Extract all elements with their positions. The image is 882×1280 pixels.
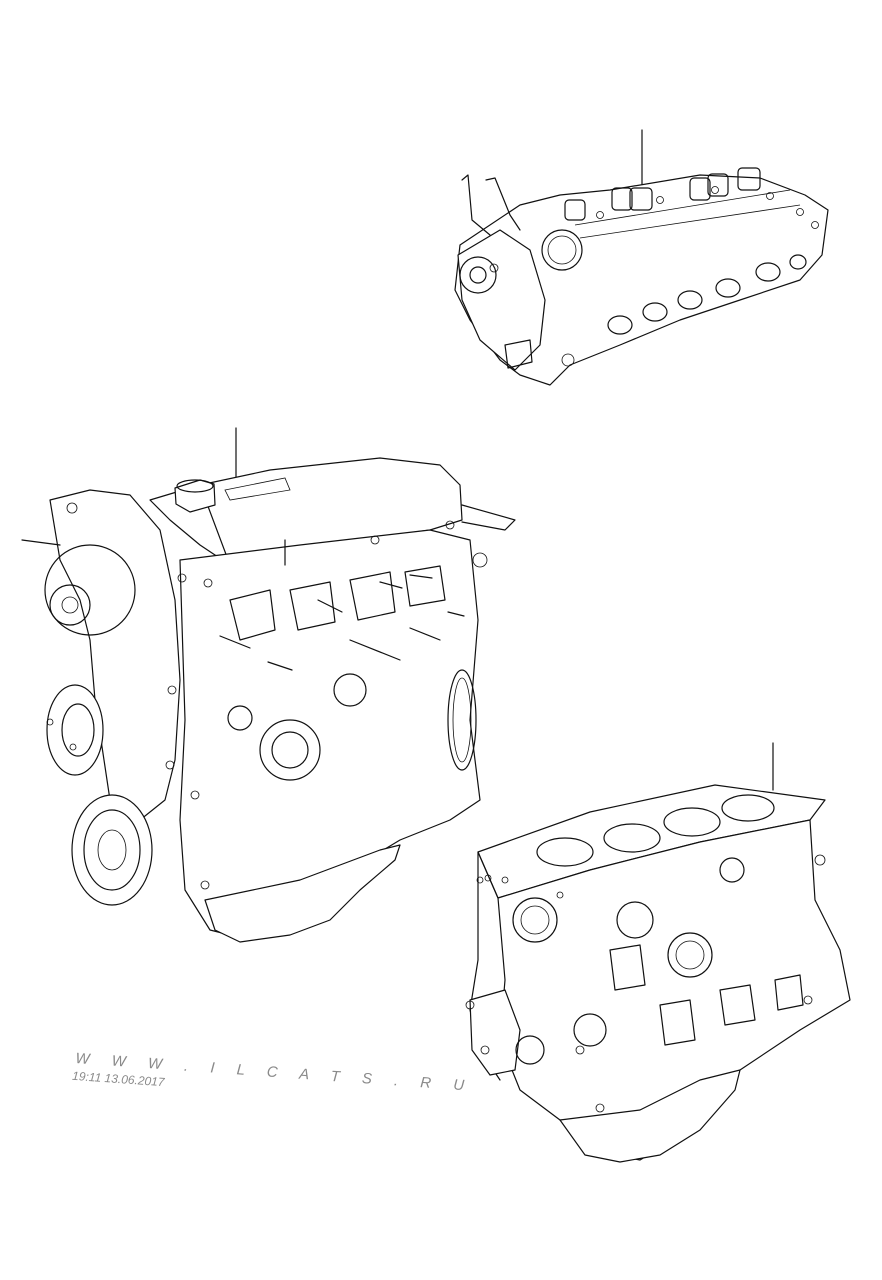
cylinder-head-drawing[interactable] [454,129,829,386]
cylinder-block-drawing[interactable] [465,742,851,1163]
complete-engine-drawing[interactable] [21,427,516,943]
